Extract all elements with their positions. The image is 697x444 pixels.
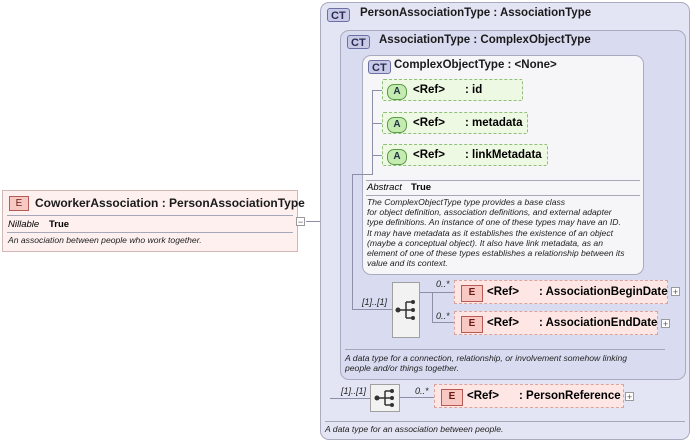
occurs-label: 0..* — [436, 311, 450, 321]
attribute-ref: <Ref> — [413, 84, 445, 96]
element-association-begin-date[interactable]: E <Ref> : AssociationBeginDate — [454, 280, 668, 304]
separator — [7, 215, 293, 216]
connector — [330, 398, 370, 399]
element-icon: E — [461, 316, 483, 333]
connector — [400, 397, 434, 398]
element-association-end-date[interactable]: E <Ref> : AssociationEndDate — [454, 311, 658, 335]
connector — [352, 174, 353, 310]
expand-icon[interactable]: + — [671, 287, 680, 297]
sequence-glyph-icon — [395, 300, 415, 320]
connector — [372, 90, 373, 175]
attribute-name: : metadata — [465, 117, 523, 129]
attribute-link-metadata[interactable]: A <Ref> : linkMetadata — [382, 144, 548, 166]
element-name: : AssociationBeginDate — [539, 286, 668, 298]
element-ref: <Ref> — [467, 390, 499, 402]
sequence-glyph-icon — [374, 389, 394, 407]
sequence-icon[interactable] — [370, 384, 400, 412]
connector — [432, 292, 433, 322]
attribute-icon: A — [387, 117, 407, 133]
connector — [306, 221, 330, 222]
occurs-label: 0..* — [415, 386, 429, 396]
attribute-ref: <Ref> — [413, 149, 445, 161]
sequence-icon[interactable] — [392, 282, 420, 338]
attribute-icon: A — [387, 84, 407, 100]
attribute-ref: <Ref> — [413, 117, 445, 129]
attribute-metadata[interactable]: A <Ref> : metadata — [382, 112, 528, 134]
occurs-label: 0..* — [436, 279, 450, 289]
element-documentation: An association between people who work t… — [8, 235, 202, 245]
element-name: : PersonReference — [519, 390, 621, 402]
connector — [372, 90, 382, 91]
connector — [372, 123, 382, 124]
separator — [345, 349, 665, 350]
sequence-multiplicity: [1]..[1] — [362, 297, 388, 307]
complex-object-type-doc: The ComplexObjectType type provides a ba… — [367, 197, 625, 269]
complex-object-type-title: ComplexObjectType : <None> — [394, 59, 557, 71]
association-type-doc: A data type for a connection, relationsh… — [345, 353, 627, 374]
coworker-association-element[interactable]: E CoworkerAssociation : PersonAssociatio… — [2, 190, 305, 252]
expand-icon[interactable]: + — [661, 319, 670, 329]
complex-type-icon: CT — [327, 8, 350, 22]
person-association-type-title: PersonAssociationType : AssociationType — [360, 7, 592, 19]
connector — [352, 174, 372, 175]
element-ref: <Ref> — [487, 286, 519, 298]
element-name: : AssociationEndDate — [539, 317, 658, 329]
complex-type-icon: CT — [347, 35, 370, 49]
attribute-icon: A — [387, 149, 407, 165]
expand-icon[interactable]: + — [625, 392, 634, 402]
separator — [366, 195, 640, 196]
attribute-id[interactable]: A <Ref> : id — [382, 79, 523, 101]
element-badge: E — [9, 196, 29, 211]
element-title: CoworkerAssociation : PersonAssociationT… — [35, 196, 305, 210]
connector — [372, 155, 382, 156]
nillable-value: True — [49, 219, 70, 230]
connector — [432, 322, 454, 323]
association-type-title: AssociationType : ComplexObjectType — [379, 34, 591, 46]
separator — [366, 180, 640, 181]
element-ref: <Ref> — [487, 317, 519, 329]
attribute-name: : linkMetadata — [465, 149, 542, 161]
attribute-name: : id — [465, 84, 483, 96]
connector — [420, 292, 432, 293]
complex-type-icon: CT — [368, 60, 391, 74]
person-association-type-doc: A data type for an association between p… — [325, 424, 504, 434]
separator — [7, 232, 293, 233]
connector — [352, 309, 392, 310]
sequence-multiplicity: [1]..[1] — [341, 386, 367, 396]
element-icon: E — [441, 389, 463, 406]
separator — [325, 421, 685, 422]
element-person-reference[interactable]: E <Ref> : PersonReference — [434, 384, 624, 408]
nillable-label: Nillable — [8, 219, 40, 230]
collapse-icon[interactable]: − — [296, 217, 305, 227]
connector — [432, 292, 454, 293]
abstract-label: Abstract — [367, 182, 402, 193]
element-icon: E — [461, 285, 483, 302]
abstract-value: True — [411, 182, 432, 193]
